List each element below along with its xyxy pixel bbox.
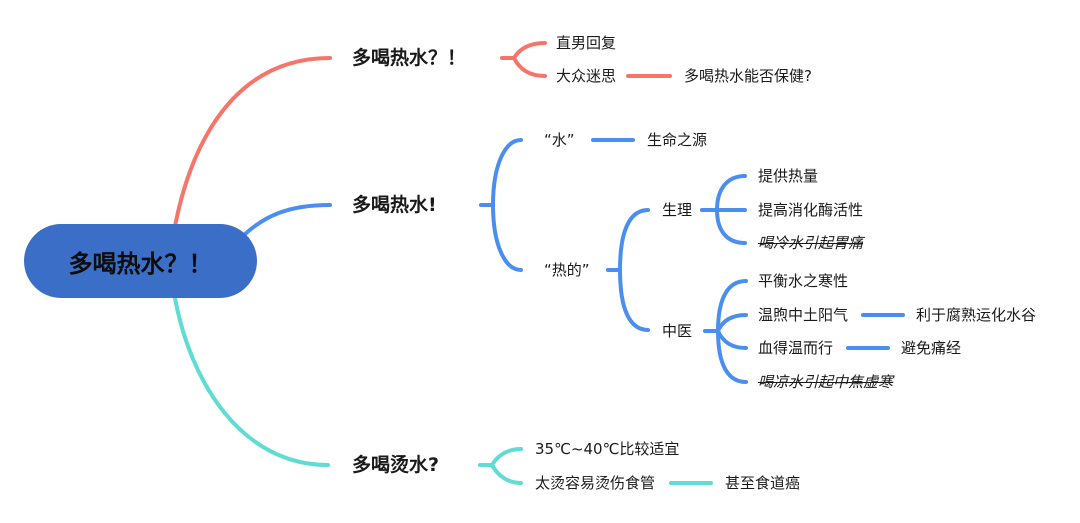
topic-shengming-zhiyuan[interactable]: 生命之源 bbox=[647, 131, 708, 149]
link-b2-c1 bbox=[491, 138, 523, 207]
topic-xuede-wen[interactable]: 血得温而行 bbox=[758, 339, 834, 357]
link-shengli-c1 bbox=[715, 174, 747, 212]
link-b3-c1 bbox=[490, 447, 523, 467]
topic-wendu-shiyi[interactable]: 35℃~40℃比较适宜 bbox=[535, 440, 680, 458]
link-zhongyi-c1 bbox=[716, 279, 748, 333]
link-root-branch1 bbox=[173, 56, 332, 228]
link-b2-c2 bbox=[491, 203, 523, 272]
root-topic[interactable]: 多喝热水？！ bbox=[24, 224, 257, 298]
topic-pingheng-hanxing[interactable]: 平衡水之寒性 bbox=[758, 272, 849, 290]
link-b1-c1 bbox=[512, 41, 547, 60]
topic-zhongyi[interactable]: 中医 bbox=[662, 322, 693, 340]
topic-branch-3[interactable]: 多喝烫水? bbox=[352, 454, 440, 476]
topic-zhinan-huifu[interactable]: 直男回复 bbox=[556, 34, 617, 52]
topic-branch-2[interactable]: 多喝热水! bbox=[352, 194, 437, 216]
topic-re-de[interactable]: “热的” bbox=[544, 261, 590, 279]
link-zhongyi-c2 bbox=[716, 313, 748, 333]
topic-branch-1[interactable]: 多喝热水？！ bbox=[352, 47, 467, 69]
topic-lengshui-weitong[interactable]: 喝冷水引起胃痛 bbox=[758, 234, 864, 252]
link-re-zhongyi bbox=[618, 268, 650, 332]
topic-liangshui-xuhan[interactable]: 喝凉水引起中焦虚寒 bbox=[758, 373, 894, 391]
link-shengli-c3 bbox=[715, 208, 747, 245]
root-topic-label: 多喝热水？！ bbox=[68, 249, 213, 278]
topic-tigong-reliang[interactable]: 提供热量 bbox=[758, 167, 819, 185]
link-b1-c2 bbox=[512, 56, 547, 78]
topic-tangshang-shiguan[interactable]: 太烫容易烫伤食管 bbox=[535, 474, 656, 492]
link-b3-c2 bbox=[490, 463, 523, 485]
topic-bimian-tongjing[interactable]: 避免痛经 bbox=[901, 339, 962, 357]
topic-fushu-yunhua[interactable]: 利于腐熟运化水谷 bbox=[916, 306, 1037, 324]
topic-tigao-xiaohuamei[interactable]: 提高消化酶活性 bbox=[758, 201, 864, 219]
link-root-branch2 bbox=[241, 203, 332, 238]
topic-wenxu-yangqi[interactable]: 温煦中土阳气 bbox=[758, 306, 849, 324]
topic-dazhong-misi[interactable]: 大众迷思 bbox=[556, 67, 617, 85]
link-re-shengli bbox=[618, 208, 650, 272]
topic-baojian-question[interactable]: 多喝热水能否保健? bbox=[684, 67, 812, 85]
topic-shengli[interactable]: 生理 bbox=[662, 201, 693, 219]
link-root-branch3 bbox=[173, 296, 330, 467]
link-zhongyi-c4 bbox=[716, 329, 748, 384]
link-zhongyi-c3 bbox=[716, 329, 748, 350]
topic-shui[interactable]: “水” bbox=[544, 131, 575, 149]
topic-shidao-ai[interactable]: 甚至食道癌 bbox=[725, 474, 801, 492]
